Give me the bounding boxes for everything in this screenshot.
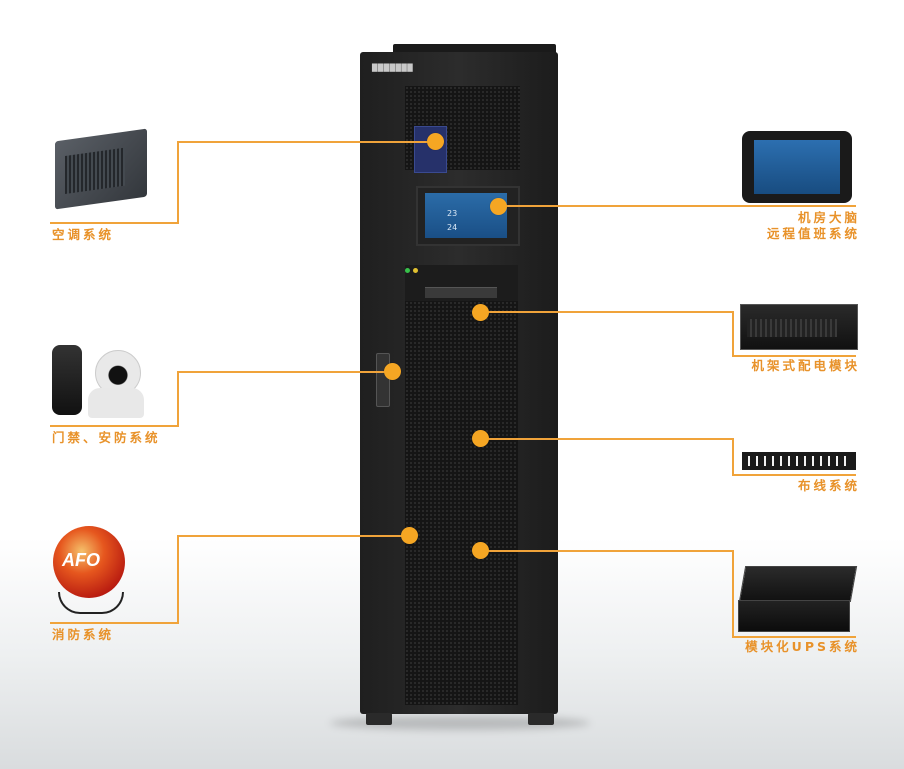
status-led-yellow	[413, 268, 418, 273]
ac-hotspot[interactable]	[427, 133, 444, 150]
fire-connector-base	[50, 622, 179, 624]
cabinet-shadow	[330, 716, 590, 730]
label-brain-1: 机房大脑	[797, 210, 860, 225]
fire-logo-text: AFO	[62, 550, 100, 570]
cabinet-door	[405, 265, 518, 705]
label-pdu: 机架式配电模块	[751, 358, 860, 373]
pdu-connector-v	[732, 311, 734, 357]
screen-value-1: 23	[447, 209, 458, 218]
ac-connector-v	[177, 141, 179, 223]
fire-hotspot[interactable]	[401, 527, 418, 544]
cabling-connector-v	[732, 438, 734, 476]
fire-connector-h	[177, 535, 410, 537]
label-fire: 消防系统	[52, 627, 115, 642]
camera-base-image	[88, 388, 144, 418]
pdu-hotspot[interactable]	[472, 304, 489, 321]
cabling-hotspot[interactable]	[472, 430, 489, 447]
door-handle	[376, 353, 390, 407]
ups-connector-v	[732, 550, 734, 638]
label-ac: 空调系统	[52, 227, 115, 242]
rack-pdu-image	[740, 304, 858, 350]
pdu-connector-h	[480, 311, 734, 313]
brain-hotspot[interactable]	[490, 198, 507, 215]
fire-connector-v	[177, 535, 179, 623]
ups-connector-h	[480, 550, 734, 552]
cabling-connector-h	[480, 438, 734, 440]
cable-manager-image	[742, 452, 856, 470]
ups-top-image	[738, 566, 858, 602]
label-cabling: 布线系统	[797, 478, 860, 493]
cabinet-foot-left	[366, 713, 392, 725]
access-connector-base	[50, 425, 179, 427]
access-control-image	[52, 345, 82, 415]
cabinet-brand: ███████	[372, 64, 414, 72]
tablet-screen	[754, 140, 840, 194]
access-connector-v	[177, 371, 179, 426]
pdu-connector-base	[732, 355, 856, 357]
access-hotspot[interactable]	[384, 363, 401, 380]
ups-connector-base	[732, 636, 856, 638]
cabinet-top	[393, 44, 556, 54]
ups-bottom-image	[738, 600, 850, 632]
cabinet-pdu-strip	[425, 287, 497, 298]
fire-stand-image	[58, 592, 124, 614]
ups-hotspot[interactable]	[472, 542, 489, 559]
screen-value-2: 24	[447, 223, 458, 232]
fire-extinguisher-ball-image: AFO	[53, 526, 125, 598]
cabinet-foot-right	[528, 713, 554, 725]
brain-connector-h	[498, 205, 856, 207]
status-led-green	[405, 268, 410, 273]
access-connector-h	[177, 371, 392, 373]
ac-connector-base	[50, 222, 179, 224]
ac-unit-image	[55, 128, 147, 210]
ac-connector-h	[177, 141, 435, 143]
label-access: 门禁、安防系统	[52, 430, 161, 445]
cabling-connector-base	[732, 474, 856, 476]
label-ups: 模块化UPS系统	[745, 639, 860, 654]
label-brain-2: 远程值班系统	[766, 226, 860, 241]
